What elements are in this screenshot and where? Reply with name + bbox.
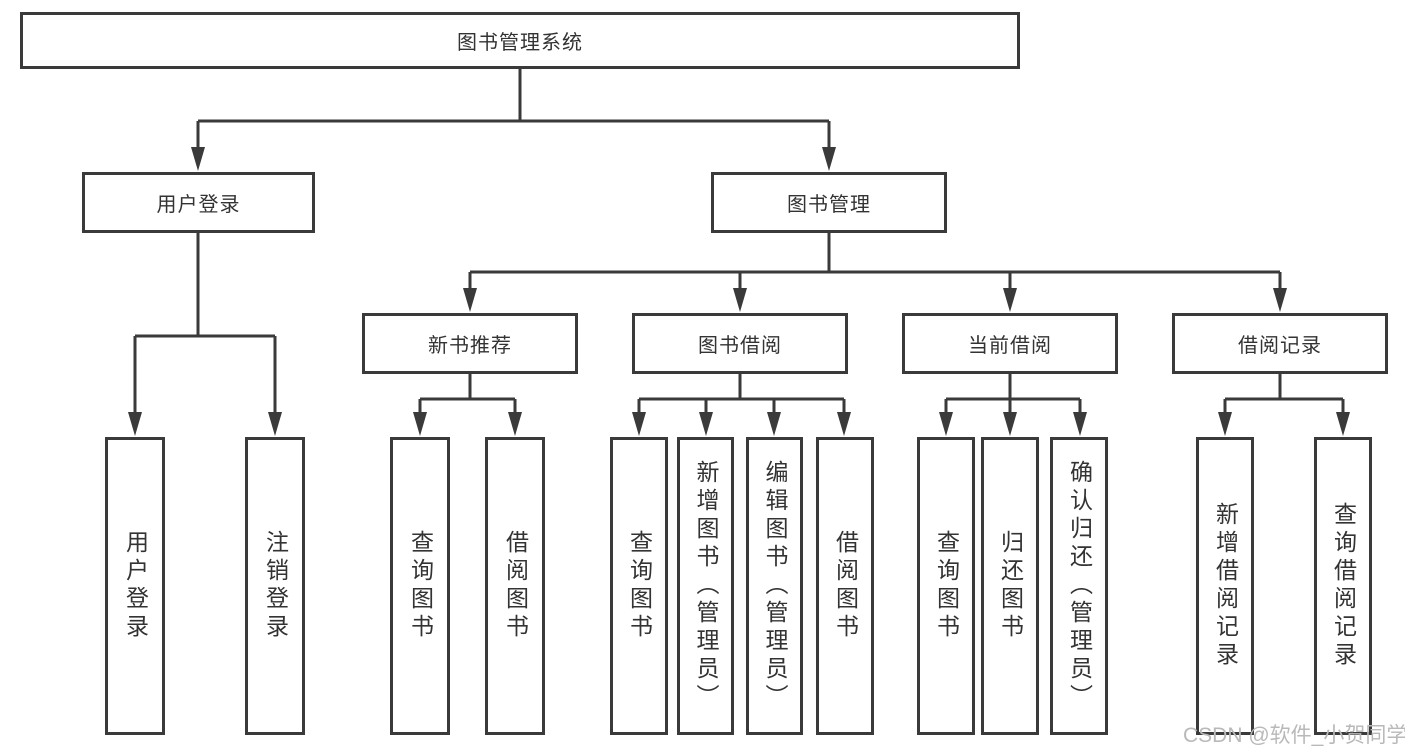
csdn-watermark: CSDN @软件_小贺同学 bbox=[1183, 724, 1405, 747]
current-borrowing-label: 当前借阅 bbox=[968, 335, 1052, 357]
connector-bookborrow-leaves bbox=[637, 374, 846, 430]
book-management-label: 图书管理 bbox=[787, 194, 871, 216]
node-borrowing-records: 借阅记录 bbox=[1172, 313, 1388, 374]
leaf-query-books-2: 查询图书 bbox=[610, 437, 668, 735]
node-current-borrowing: 当前借阅 bbox=[902, 313, 1118, 374]
leaf-add-borrow-record: 新增借阅记录 bbox=[1196, 437, 1254, 735]
node-book-management: 图书管理 bbox=[711, 172, 947, 233]
leaf-add-borrow-record-label: 新增借阅记录 bbox=[1212, 502, 1239, 670]
book-borrowing-label: 图书借阅 bbox=[698, 335, 782, 357]
root-label: 图书管理系统 bbox=[457, 32, 583, 54]
leaf-return-books: 归还图书 bbox=[981, 437, 1039, 735]
leaf-borrow-books-2: 借阅图书 bbox=[816, 437, 874, 735]
leaf-add-books-admin: 新增图书（管理员） bbox=[677, 437, 734, 735]
connector-root-level2 bbox=[196, 68, 831, 165]
leaf-logout-label: 注销登录 bbox=[262, 530, 289, 642]
leaf-add-books-admin-label: 新增图书（管理员） bbox=[693, 460, 719, 712]
node-new-book-recommend: 新书推荐 bbox=[362, 313, 578, 374]
connector-records-leaves bbox=[1223, 374, 1345, 430]
leaf-query-books-2-label: 查询图书 bbox=[626, 530, 653, 642]
borrowing-records-label: 借阅记录 bbox=[1238, 335, 1322, 357]
leaf-query-borrow-record: 查询借阅记录 bbox=[1314, 437, 1372, 735]
node-user-login: 用户登录 bbox=[82, 172, 315, 233]
leaf-edit-books-admin-label: 编辑图书（管理员） bbox=[762, 460, 788, 712]
leaf-confirm-return-admin-label: 确认归还（管理员） bbox=[1066, 460, 1093, 712]
leaf-query-books-3: 查询图书 bbox=[917, 437, 975, 735]
leaf-confirm-return-admin: 确认归还（管理员） bbox=[1050, 437, 1108, 735]
arrowheads bbox=[128, 147, 1350, 436]
node-book-borrowing: 图书借阅 bbox=[632, 313, 848, 374]
leaf-borrow-books-2-label: 借阅图书 bbox=[832, 530, 859, 642]
leaf-query-books-1-label: 查询图书 bbox=[407, 530, 434, 642]
leaf-return-books-label: 归还图书 bbox=[997, 530, 1024, 642]
connector-userlogin-leaves bbox=[133, 233, 277, 430]
leaf-logout: 注销登录 bbox=[245, 437, 305, 735]
leaf-borrow-books-1-label: 借阅图书 bbox=[502, 530, 529, 642]
node-library-system-root: 图书管理系统 bbox=[20, 12, 1020, 69]
leaf-edit-books-admin: 编辑图书（管理员） bbox=[746, 437, 803, 735]
leaf-user-login-label: 用户登录 bbox=[122, 530, 149, 642]
new-book-recommend-label: 新书推荐 bbox=[428, 335, 512, 357]
leaf-query-books-3-label: 查询图书 bbox=[933, 530, 960, 642]
leaf-user-login: 用户登录 bbox=[105, 437, 165, 735]
leaf-borrow-books-1: 借阅图书 bbox=[485, 437, 545, 735]
leaf-query-borrow-record-label: 查询借阅记录 bbox=[1330, 502, 1357, 670]
connector-newbook-leaves bbox=[418, 374, 517, 430]
user-login-label: 用户登录 bbox=[156, 194, 241, 216]
leaf-query-books-1: 查询图书 bbox=[390, 437, 450, 735]
connector-bookmgmt-level3 bbox=[468, 233, 1282, 306]
